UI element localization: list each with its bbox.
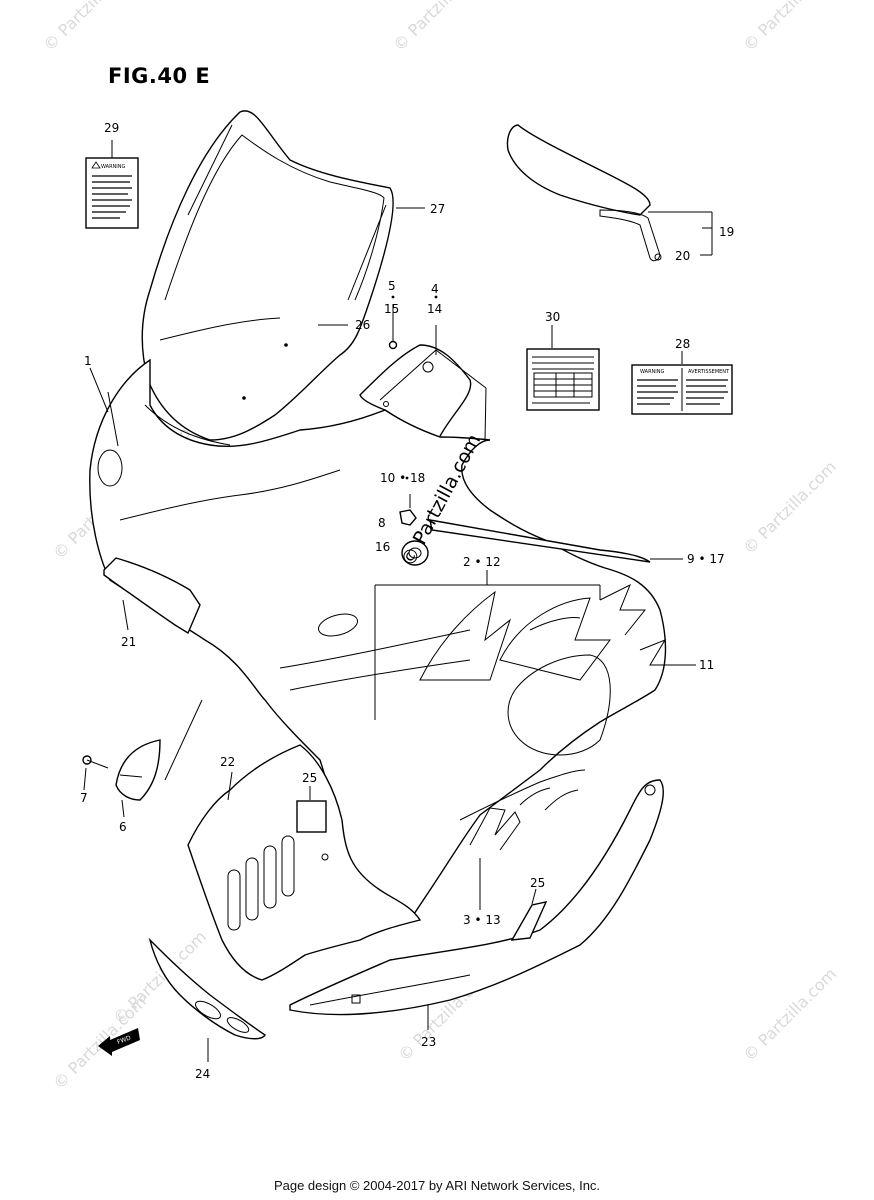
figure-title: FIG.40 E <box>108 64 211 88</box>
watermark: © Partzilla.com <box>739 457 840 558</box>
callout: 30 <box>545 310 560 324</box>
callout-labels: 1 2 • 12 3 • 13 4 14 5 15 6 7 8 9 • 17 1… <box>80 121 734 1081</box>
callout: 24 <box>195 1067 210 1081</box>
part-2-graphic-stripe[interactable] <box>419 583 668 756</box>
callout: 1 <box>84 354 92 368</box>
part-19-side-panel[interactable] <box>506 124 662 262</box>
callout: 7 <box>80 791 88 805</box>
callout: 11 <box>699 658 714 672</box>
watermark: © Partzilla.com <box>109 927 210 1028</box>
watermark: © Partzilla.com <box>39 0 140 55</box>
part-7-screw[interactable] <box>82 755 109 769</box>
label-28-left-text: WARNING <box>640 369 665 375</box>
part-9-strip[interactable] <box>429 519 651 563</box>
callout: 19 <box>719 225 734 239</box>
part-23-belly-pan[interactable] <box>289 779 664 1016</box>
callout: 28 <box>675 337 690 351</box>
callout: 5 <box>388 279 396 293</box>
part-3-katana-decal[interactable] <box>459 769 586 851</box>
callout: 15 <box>384 302 399 316</box>
callout: 23 <box>421 1035 436 1049</box>
callout: 9 • 17 <box>687 552 725 566</box>
label-28-right-text: AVERTISSEMENT <box>688 369 730 375</box>
part-27-windscreen[interactable] <box>141 110 394 441</box>
callout: 26 <box>355 318 370 332</box>
callout: 10 • 18 <box>380 471 425 485</box>
part-1-upper-cowling[interactable] <box>89 358 667 921</box>
callout: 6 <box>119 820 127 834</box>
part-30-spec-label[interactable] <box>526 348 600 411</box>
callout: 14 <box>427 302 442 316</box>
callout: 21 <box>121 635 136 649</box>
page-footer: Page design © 2004-2017 by ARI Network S… <box>273 1178 601 1193</box>
part-25-pad-upper[interactable] <box>296 800 327 833</box>
callout: 27 <box>430 202 445 216</box>
callout: 25 <box>530 876 545 890</box>
part-24-side-trim[interactable] <box>148 937 266 1040</box>
part-25-pad-lower[interactable] <box>510 901 548 941</box>
part-28-bilingual-label[interactable]: WARNING AVERTISSEMENT <box>631 364 733 415</box>
part-16-grommet[interactable] <box>401 540 429 566</box>
callout: 25 <box>302 771 317 785</box>
callout: 20 <box>675 249 690 263</box>
callout: 8 <box>378 516 386 530</box>
fwd-badge-text: FWD <box>116 1034 132 1045</box>
warning-label-text: WARNING <box>101 164 126 170</box>
part-6-cover[interactable] <box>115 739 161 801</box>
fwd-arrow-icon: FWD <box>98 1028 140 1056</box>
part-22-lower-cowling[interactable] <box>187 744 422 981</box>
watermark: © Partzilla.com <box>739 0 840 55</box>
callout: 3 • 13 <box>463 913 501 927</box>
part-29-warning-label[interactable]: WARNING <box>85 140 139 229</box>
watermark: © Partzilla.com <box>739 964 840 1065</box>
callout: 4 <box>431 282 439 296</box>
callout: 2 • 12 <box>463 555 501 569</box>
part-5-screw[interactable] <box>388 340 398 350</box>
callout: 29 <box>104 121 119 135</box>
part-8-clip[interactable] <box>399 509 417 526</box>
watermark: © Partzilla.com <box>389 0 490 55</box>
callout: 16 <box>375 540 390 554</box>
part-21-duct[interactable] <box>103 557 201 635</box>
callout: 22 <box>220 755 235 769</box>
leader-lines <box>83 207 713 1062</box>
